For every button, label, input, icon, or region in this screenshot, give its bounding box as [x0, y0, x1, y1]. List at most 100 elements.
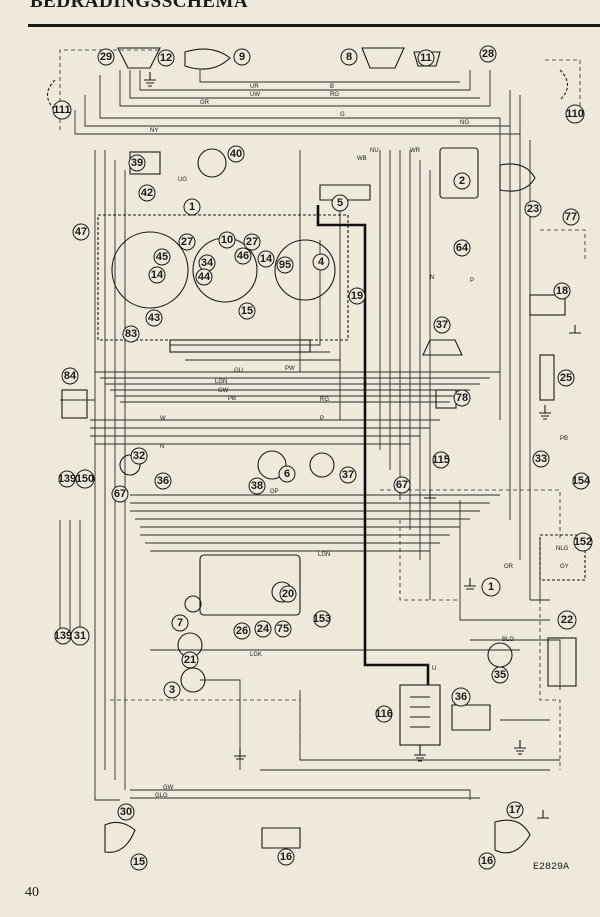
label-14c: 95 — [276, 256, 294, 274]
svg-text:14: 14 — [151, 269, 164, 281]
label-3: 116 — [375, 705, 393, 723]
svg-text:139: 139 — [54, 630, 72, 642]
label-34: 34 — [198, 254, 216, 272]
wire-code: RG — [330, 92, 339, 98]
label-39: 39 — [128, 154, 146, 172]
svg-text:19: 19 — [351, 290, 363, 302]
wire-code: UG — [178, 177, 187, 183]
svg-text:37: 37 — [436, 319, 448, 331]
svg-text:18: 18 — [556, 285, 568, 297]
earth-points — [144, 72, 581, 819]
svg-text:8: 8 — [346, 51, 352, 63]
label-111: 111 — [52, 100, 72, 120]
label-139b: 31 — [70, 626, 90, 646]
label-45: 45 — [153, 248, 171, 266]
label-33: 32 — [130, 447, 148, 465]
label-22: 21 — [181, 651, 199, 669]
svg-text:38: 38 — [251, 480, 263, 492]
svg-text:34: 34 — [201, 257, 214, 269]
wire-code: G — [340, 112, 345, 118]
label-77: 77 — [562, 208, 580, 226]
wire-code: RG — [320, 397, 329, 403]
label-115: 67 — [393, 476, 411, 494]
label-37a: 84 — [61, 367, 79, 385]
svg-text:3: 3 — [169, 684, 175, 696]
label-7: 26 — [233, 622, 251, 640]
label-67a: 67 — [111, 485, 129, 503]
svg-text:40: 40 — [230, 148, 242, 160]
label-27b: 27 — [243, 233, 261, 251]
svg-text:67: 67 — [396, 479, 408, 491]
label-9: 9 — [233, 48, 251, 66]
label-84: 25 — [557, 369, 575, 387]
label-1b: 20 — [279, 585, 297, 603]
optional-wiring — [59, 49, 586, 770]
svg-text:25: 25 — [560, 372, 572, 384]
reverse-lamp-box — [539, 534, 586, 581]
svg-text:44: 44 — [198, 271, 211, 283]
label-42: 42 — [138, 184, 156, 202]
label-8: 8 — [340, 48, 358, 66]
svg-text:84: 84 — [64, 370, 77, 382]
wire-code: GY — [560, 564, 569, 570]
svg-text:22: 22 — [561, 614, 573, 626]
svg-text:43: 43 — [148, 312, 160, 324]
svg-text:64: 64 — [456, 242, 469, 254]
wire-code: WR — [410, 148, 421, 154]
label-36a: 38 — [248, 477, 266, 495]
svg-text:24: 24 — [257, 623, 270, 635]
svg-text:33: 33 — [535, 453, 547, 465]
svg-text:11: 11 — [420, 52, 432, 64]
label-28: 28 — [479, 45, 497, 63]
sender-unit — [529, 294, 566, 316]
wire-code: GP — [270, 489, 279, 495]
svg-text:111: 111 — [53, 104, 70, 116]
label-64: 43 — [145, 309, 163, 327]
switch-33 — [119, 454, 141, 476]
svg-text:150: 150 — [76, 473, 94, 485]
svg-text:26: 26 — [236, 625, 248, 637]
label-2: 2 — [453, 172, 471, 190]
wire-code: N — [160, 444, 164, 450]
svg-text:45: 45 — [156, 251, 168, 263]
wire-code: P — [320, 416, 324, 422]
wire-code: NY — [150, 128, 158, 134]
svg-text:4: 4 — [318, 256, 325, 268]
label-20: 7 — [171, 614, 189, 632]
heater-element — [539, 354, 555, 401]
label-10: 10 — [218, 231, 236, 249]
svg-text:47: 47 — [75, 226, 87, 238]
svg-text:7: 7 — [177, 617, 183, 629]
wire-harness — [59, 70, 561, 801]
headlamp-right — [361, 47, 405, 69]
label-154: 152 — [573, 532, 593, 552]
label-40: 40 — [227, 145, 245, 163]
label-47: 47 — [72, 223, 90, 241]
svg-text:77: 77 — [565, 211, 577, 223]
label-75: 153 — [313, 610, 331, 628]
wire-code: BLG — [502, 637, 514, 643]
label-30: 17 — [506, 801, 524, 819]
svg-text:9: 9 — [239, 51, 245, 63]
label-1: 1 — [183, 198, 201, 216]
wire-code: NG — [460, 120, 469, 126]
label-29: 29 — [97, 48, 115, 66]
wire-code: WB — [357, 156, 367, 162]
wire-code: GW — [218, 388, 229, 394]
svg-text:36: 36 — [157, 475, 169, 487]
brake-switch — [487, 642, 513, 668]
page-title: BEDRADINGSSCHEMA — [30, 0, 249, 12]
switch-38 — [257, 450, 287, 480]
ignition-coil — [319, 184, 371, 201]
svg-text:16: 16 — [481, 855, 493, 867]
label-37b: 139 — [58, 470, 76, 488]
label-46: 46 — [234, 247, 252, 265]
label-83: 18 — [553, 282, 571, 300]
label-21: 35 — [491, 666, 509, 684]
svg-text:29: 29 — [100, 51, 112, 63]
label-11: 11 — [417, 49, 435, 67]
wire-code: GU — [234, 368, 243, 374]
svg-text:10: 10 — [221, 234, 233, 246]
svg-text:12: 12 — [160, 52, 172, 64]
switch-6 — [309, 452, 335, 478]
